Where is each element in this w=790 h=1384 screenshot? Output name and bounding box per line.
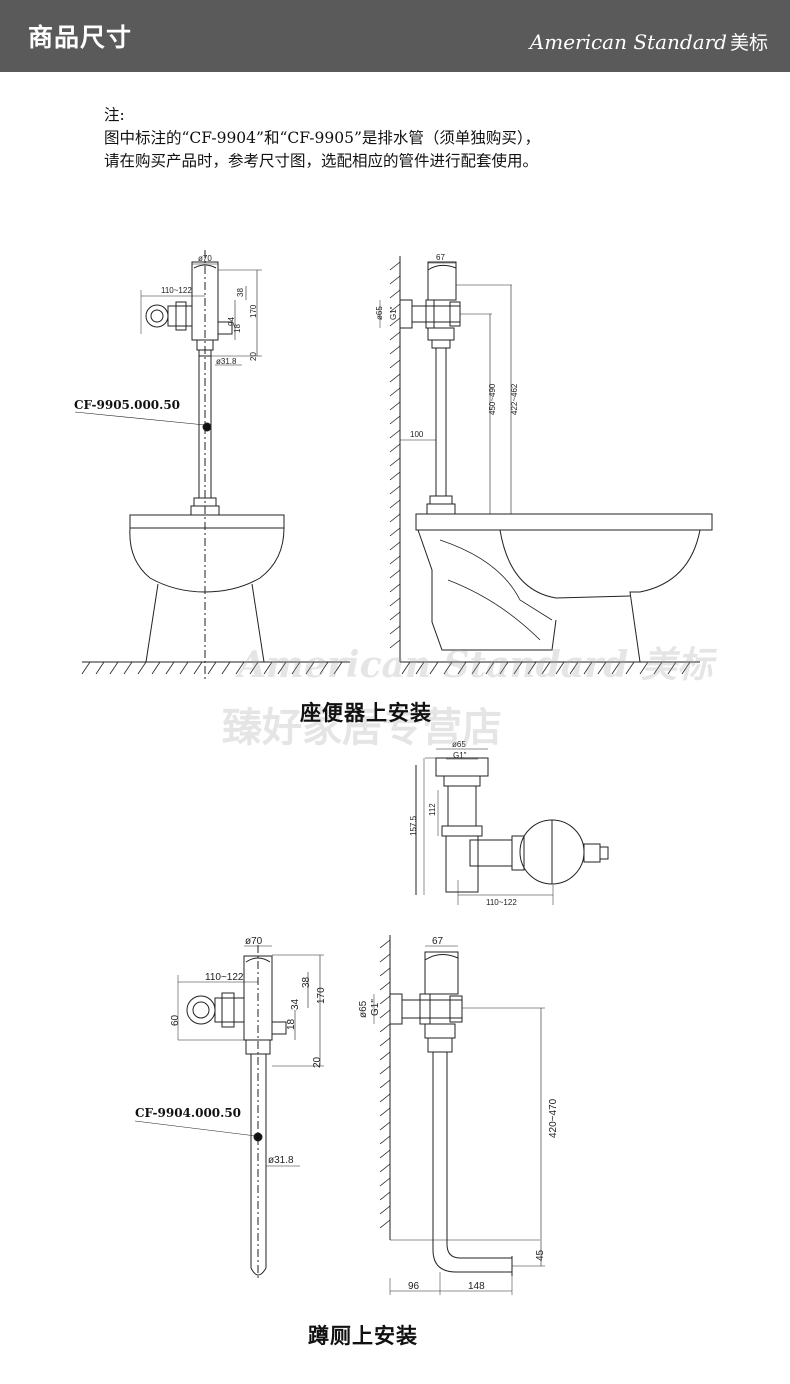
dim-label: ø65	[358, 1000, 369, 1018]
dim-label: ø70	[198, 254, 212, 263]
dim-label: G1"	[370, 999, 381, 1016]
toilet-front-dimensions: ø70 110~122 38 170 18 94 20 ø31.8 CF-990…	[74, 254, 258, 412]
dim-label: 110~122	[486, 898, 517, 907]
dim-label: 96	[408, 1281, 420, 1292]
squat-front-dimensions: ø70 110~122 38 170 34 18 60 20 ø31.8 CF-…	[135, 936, 327, 1166]
watermark-shop: 臻好家居专营店	[222, 705, 502, 751]
dim-label: 170	[249, 304, 258, 318]
dim-label: 38	[301, 976, 312, 988]
squat-side-dimensions: 67 ø65 G1" 420~470 45 96 148	[358, 936, 559, 1292]
dim-label: ø31.8	[268, 1155, 294, 1166]
squat-side-view	[373, 935, 545, 1295]
dim-label: ø31.8	[216, 357, 237, 366]
brand-name: American Standard	[529, 30, 727, 54]
dim-label: 110~122	[205, 972, 244, 983]
dim-label: 450~490	[488, 383, 497, 415]
toilet-side-dimensions: 67 ø65 G1" 100 450~490 422~462	[375, 253, 519, 439]
installation-note: 注: 图中标注的“CF-9904”和“CF-9905”是排水管（须单独购买）， …	[104, 104, 540, 173]
dim-label: 34	[290, 998, 301, 1010]
dim-label: 100	[410, 430, 424, 439]
dim-label: 94	[227, 317, 236, 326]
dim-label: 67	[432, 936, 444, 947]
valve-detail-view	[415, 748, 609, 905]
dim-label: 20	[249, 352, 258, 361]
dim-label: 112	[428, 803, 437, 816]
dim-label: 157.5	[409, 815, 418, 836]
dim-label: 20	[312, 1056, 323, 1068]
dim-label: 422~462	[510, 383, 519, 415]
dim-label: 18	[286, 1018, 297, 1030]
dim-label: 18	[233, 324, 242, 333]
dim-label: 170	[316, 987, 327, 1004]
dim-label: ø65	[452, 740, 466, 749]
dim-label: 67	[436, 253, 445, 262]
pipe-callout-cf9905: CF-9905.000.50	[74, 398, 180, 412]
dim-label: ø65	[375, 306, 384, 320]
dim-label: 148	[468, 1281, 485, 1292]
header-title: 商品尺寸	[28, 23, 133, 52]
caption-squat-install: 蹲厕上安装	[308, 1323, 418, 1348]
note-line-1: 图中标注的“CF-9904”和“CF-9905”是排水管（须单独购买），	[104, 129, 541, 147]
valve-detail-dimensions: ø65 G1" 112 157.5 110~122	[409, 740, 517, 907]
squat-front-view	[134, 945, 324, 1280]
caption-toilet-install: 座便器上安装	[300, 700, 432, 725]
dim-label: ø70	[245, 936, 263, 947]
toilet-side-view	[379, 256, 713, 675]
dim-label: 110~122	[161, 286, 192, 295]
dim-label: 420~470	[548, 1098, 559, 1138]
dim-label: 60	[170, 1014, 181, 1026]
pipe-callout-cf9904: CF-9904.000.50	[135, 1106, 241, 1120]
dim-label: 38	[236, 288, 245, 297]
toilet-front-view	[74, 250, 350, 680]
watermark-brand: American Standard 美标	[238, 644, 713, 686]
note-heading: 注:	[104, 106, 125, 124]
note-line-2: 请在购买产品时，参考尺寸图，选配相应的管件进行配套使用。	[104, 152, 539, 170]
dim-label: 45	[535, 1249, 546, 1261]
dim-label: G1"	[453, 751, 467, 760]
dim-label: G1"	[389, 306, 398, 320]
brand-name-cn: 美标	[729, 32, 768, 54]
